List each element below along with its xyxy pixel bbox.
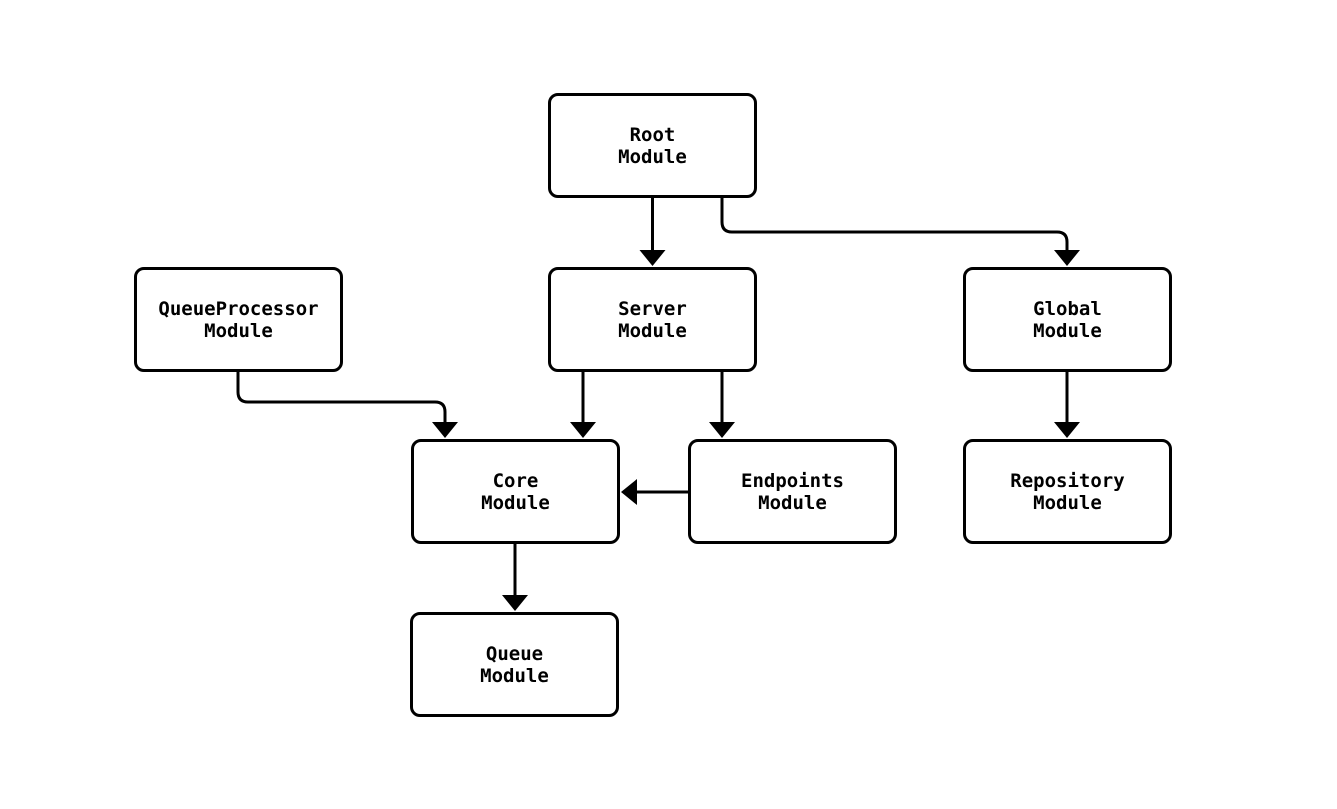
edge-queueprocessor-to-core xyxy=(236,370,458,438)
edge-global-to-repository xyxy=(1054,370,1080,438)
edge-root-to-global xyxy=(720,198,1080,266)
node-queueprocessor-module: QueueProcessor Module xyxy=(134,267,343,372)
node-label: QueueProcessor xyxy=(158,297,319,320)
arrowhead-down-icon xyxy=(432,422,458,438)
node-server-module: Server Module xyxy=(548,267,757,372)
node-label: Repository xyxy=(1010,469,1125,492)
arrowhead-down-icon xyxy=(639,250,666,266)
arrowhead-down-icon xyxy=(1054,250,1080,266)
arrowhead-down-icon xyxy=(502,595,528,611)
edge-server-to-core xyxy=(570,370,596,438)
node-label: Core xyxy=(492,469,539,492)
edge-server-to-endpoints xyxy=(709,370,735,438)
node-global-module: Global Module xyxy=(963,267,1172,372)
node-endpoints-module: Endpoints Module xyxy=(688,439,897,544)
node-label: Root xyxy=(629,123,676,146)
arrowhead-down-icon xyxy=(709,422,735,438)
edge-core-to-queue xyxy=(502,544,528,611)
node-label: Queue xyxy=(485,642,544,665)
edge-root-to-server xyxy=(639,198,666,266)
node-queue-module: Queue Module xyxy=(410,612,619,717)
node-core-module: Core Module xyxy=(411,439,620,544)
node-label: Module xyxy=(204,319,273,342)
node-root-module: Root Module xyxy=(548,93,757,198)
node-repository-module: Repository Module xyxy=(963,439,1172,544)
arrowhead-left-icon xyxy=(621,479,637,505)
node-label: Module xyxy=(758,491,827,514)
arrowhead-down-icon xyxy=(1054,422,1080,438)
node-label: Module xyxy=(618,145,687,168)
arrowhead-down-icon xyxy=(570,422,596,438)
node-label: Module xyxy=(481,491,550,514)
edge-endpoints-to-core xyxy=(621,479,688,505)
node-label: Module xyxy=(480,664,549,687)
node-label: Server xyxy=(618,297,687,320)
node-label: Global xyxy=(1033,297,1102,320)
node-label: Module xyxy=(1033,491,1102,514)
node-label: Module xyxy=(1033,319,1102,342)
node-label: Endpoints xyxy=(741,469,844,492)
node-label: Module xyxy=(618,319,687,342)
